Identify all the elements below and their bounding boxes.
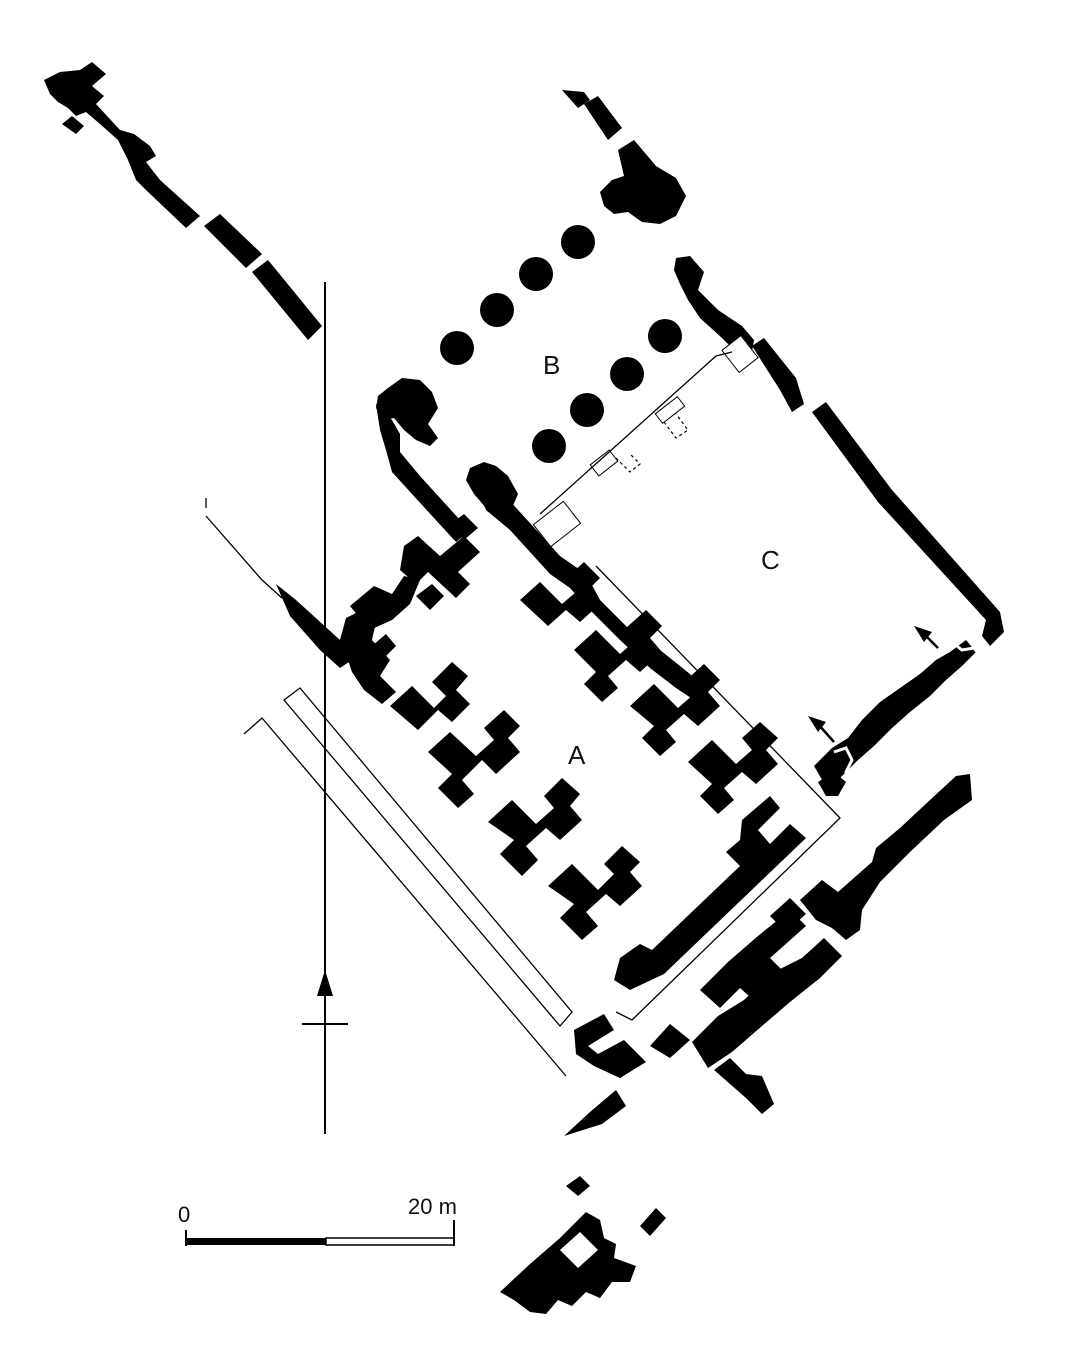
colonnade-columns bbox=[440, 225, 682, 463]
court-c-east-wall bbox=[814, 640, 988, 790]
stairs bbox=[532, 334, 759, 548]
west-annex bbox=[350, 514, 480, 658]
northeast-outer-wall bbox=[562, 90, 1004, 646]
access-arrows bbox=[808, 626, 939, 743]
southeast-gate bbox=[564, 774, 972, 1136]
north-arrow-icon bbox=[302, 282, 348, 1134]
northwest-outer-wall bbox=[44, 62, 322, 340]
south-annex bbox=[500, 1176, 666, 1314]
label-area-c: C bbox=[761, 545, 780, 575]
court-c-outline bbox=[539, 351, 733, 515]
label-area-b: B bbox=[543, 350, 561, 380]
corridor-outlines bbox=[205, 498, 841, 1077]
hall-a-chapels bbox=[390, 562, 778, 940]
label-area-a: A bbox=[568, 740, 586, 770]
scale-start-label: 0 bbox=[178, 1202, 191, 1227]
scale-end-label: 20 m bbox=[408, 1194, 457, 1219]
scale-bar bbox=[185, 1220, 455, 1246]
